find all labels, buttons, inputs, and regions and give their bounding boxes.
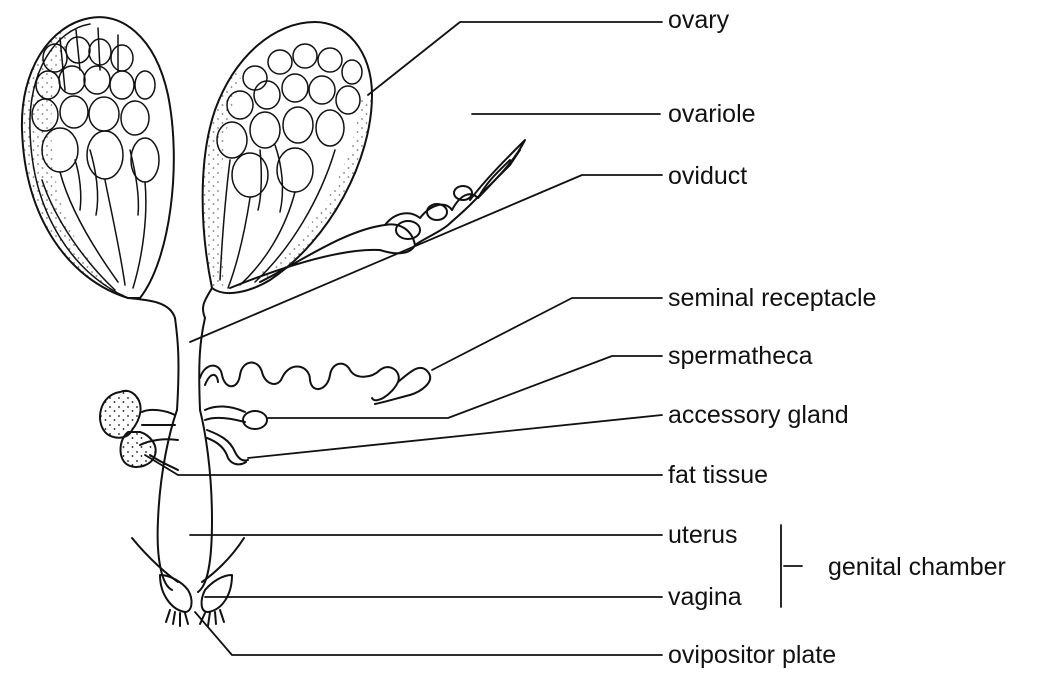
label-vagina: vagina [668, 585, 742, 610]
leader-accessory-gland [248, 415, 662, 458]
fat-tissue-drawing [100, 391, 178, 470]
label-ovariole: ovariole [668, 102, 756, 127]
label-fat-tissue: fat tissue [668, 463, 768, 488]
oviduct-structure [128, 140, 525, 410]
label-ovipositor-plate: ovipositor plate [668, 643, 836, 668]
label-uterus: uterus [668, 523, 737, 548]
spermatheca-drawing [205, 406, 267, 464]
ovipositor-plates-drawing [160, 575, 232, 626]
left-ovary [22, 17, 174, 298]
leader-ovary [368, 22, 662, 95]
leader-seminal-receptacle [432, 298, 662, 370]
seminal-receptacle-drawing [200, 363, 430, 404]
label-ovary: ovary [668, 8, 729, 33]
label-accessory-gland: accessory gland [668, 403, 849, 428]
label-seminal-receptacle: seminal receptacle [668, 286, 876, 311]
leader-spermatheca [268, 356, 662, 418]
label-spermatheca: spermatheca [668, 344, 813, 369]
label-oviduct: oviduct [668, 164, 747, 189]
leader-ovipositor-plate [195, 612, 662, 655]
label-genital-chamber: genital chamber [828, 555, 1006, 580]
leader-fat-tissue [145, 455, 662, 475]
leader-oviduct [190, 175, 662, 342]
